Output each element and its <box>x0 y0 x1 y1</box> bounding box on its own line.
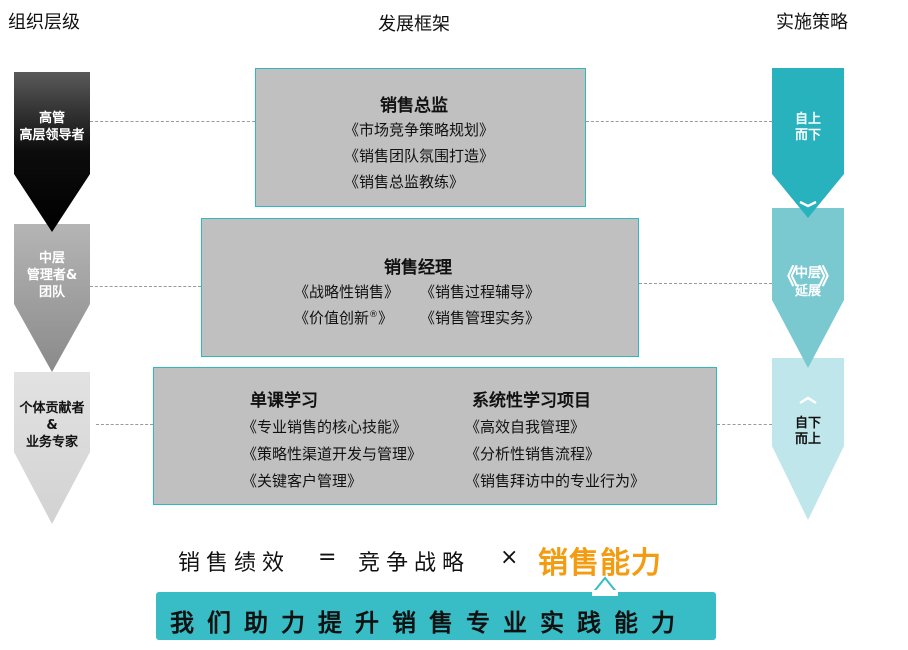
chevron-down-icon <box>799 200 817 208</box>
manager-title: 销售经理 <box>384 258 452 278</box>
bottom-banner <box>156 592 716 640</box>
strategy-top-down-label: 自上 而下 <box>794 112 821 143</box>
connector-middle-left <box>90 286 201 287</box>
connector-middle-right <box>639 283 772 284</box>
director-course: 《市场竞争策略规划》 <box>344 121 495 139</box>
strategy-segment-bottom-up <box>772 358 844 520</box>
manager-course: 《战略性销售》 <box>294 283 400 301</box>
strategy-middle-label: 《 中层 延展 》 <box>776 265 840 299</box>
program-title: 系统性学习项目 <box>472 391 591 411</box>
chevron-up-icon <box>799 396 817 405</box>
strategy-segment-middle <box>772 208 844 368</box>
bracket-left-icon: 《 <box>776 265 799 290</box>
manager-course: 《销售过程辅导》 <box>420 283 541 301</box>
program-course: 《销售拜访中的专业行为》 <box>465 472 646 490</box>
org-level-arrow <box>14 72 90 524</box>
formula-strategy: 竞争战略 <box>358 551 471 576</box>
connector-executive-left <box>90 121 255 122</box>
banner-text: 我们助力提升销售专业实践能力 <box>170 609 688 637</box>
single-course-title: 单课学习 <box>250 391 318 411</box>
manager-box: 销售经理 《战略性销售》 《价值创新®》 《销售过程辅导》 《销售管理实务》 <box>201 218 639 357</box>
level-executive-label: 高管 高层领导者 <box>19 111 85 143</box>
formula-equals: = <box>318 545 343 570</box>
registered-mark: ® <box>369 310 379 320</box>
single-course: 《策略性渠道开发与管理》 <box>242 445 423 463</box>
manager-course: 《价值创新®》 <box>294 309 394 327</box>
director-course: 《销售团队氛围打造》 <box>344 147 495 165</box>
connector-executive-right <box>586 121 772 122</box>
director-title: 销售总监 <box>380 96 448 116</box>
header-framework: 发展框架 <box>378 14 450 35</box>
level-middle-label: 中层 管理者& 团队 <box>26 251 78 300</box>
connector-individual-right <box>717 424 772 425</box>
bracket-right-icon: 》 <box>817 265 840 290</box>
single-course: 《专业销售的核心技能》 <box>242 418 408 436</box>
formula-sales-capability: 销售能力 <box>538 546 662 581</box>
director-course: 《销售总监教练》 <box>344 173 465 191</box>
org-segment-individual <box>14 372 90 524</box>
strategy-arrow <box>772 68 844 520</box>
single-course: 《关键客户管理》 <box>242 472 363 490</box>
header-org-level: 组织层级 <box>8 12 80 33</box>
connector-individual-left <box>96 424 153 425</box>
org-segment-executive <box>14 72 90 232</box>
level-individual-label: 个体贡献者 & 业务专家 <box>19 401 85 450</box>
header-strategy: 实施策略 <box>776 12 848 33</box>
program-course: 《分析性销售流程》 <box>465 445 601 463</box>
program-course: 《高效自我管理》 <box>465 418 586 436</box>
individual-box: 单课学习 系统性学习项目 《专业销售的核心技能》 《策略性渠道开发与管理》 《关… <box>153 367 717 505</box>
director-box: 销售总监 《市场竞争策略规划》 《销售团队氛围打造》 《销售总监教练》 <box>255 68 586 207</box>
formula-times: × <box>500 545 525 570</box>
strategy-segment-top-down <box>772 68 844 218</box>
manager-course: 《销售管理实务》 <box>420 309 541 327</box>
formula-performance: 销售绩效 <box>178 551 291 576</box>
org-segment-middle <box>14 224 90 372</box>
strategy-bottom-up-label: 自下 而上 <box>794 416 821 447</box>
